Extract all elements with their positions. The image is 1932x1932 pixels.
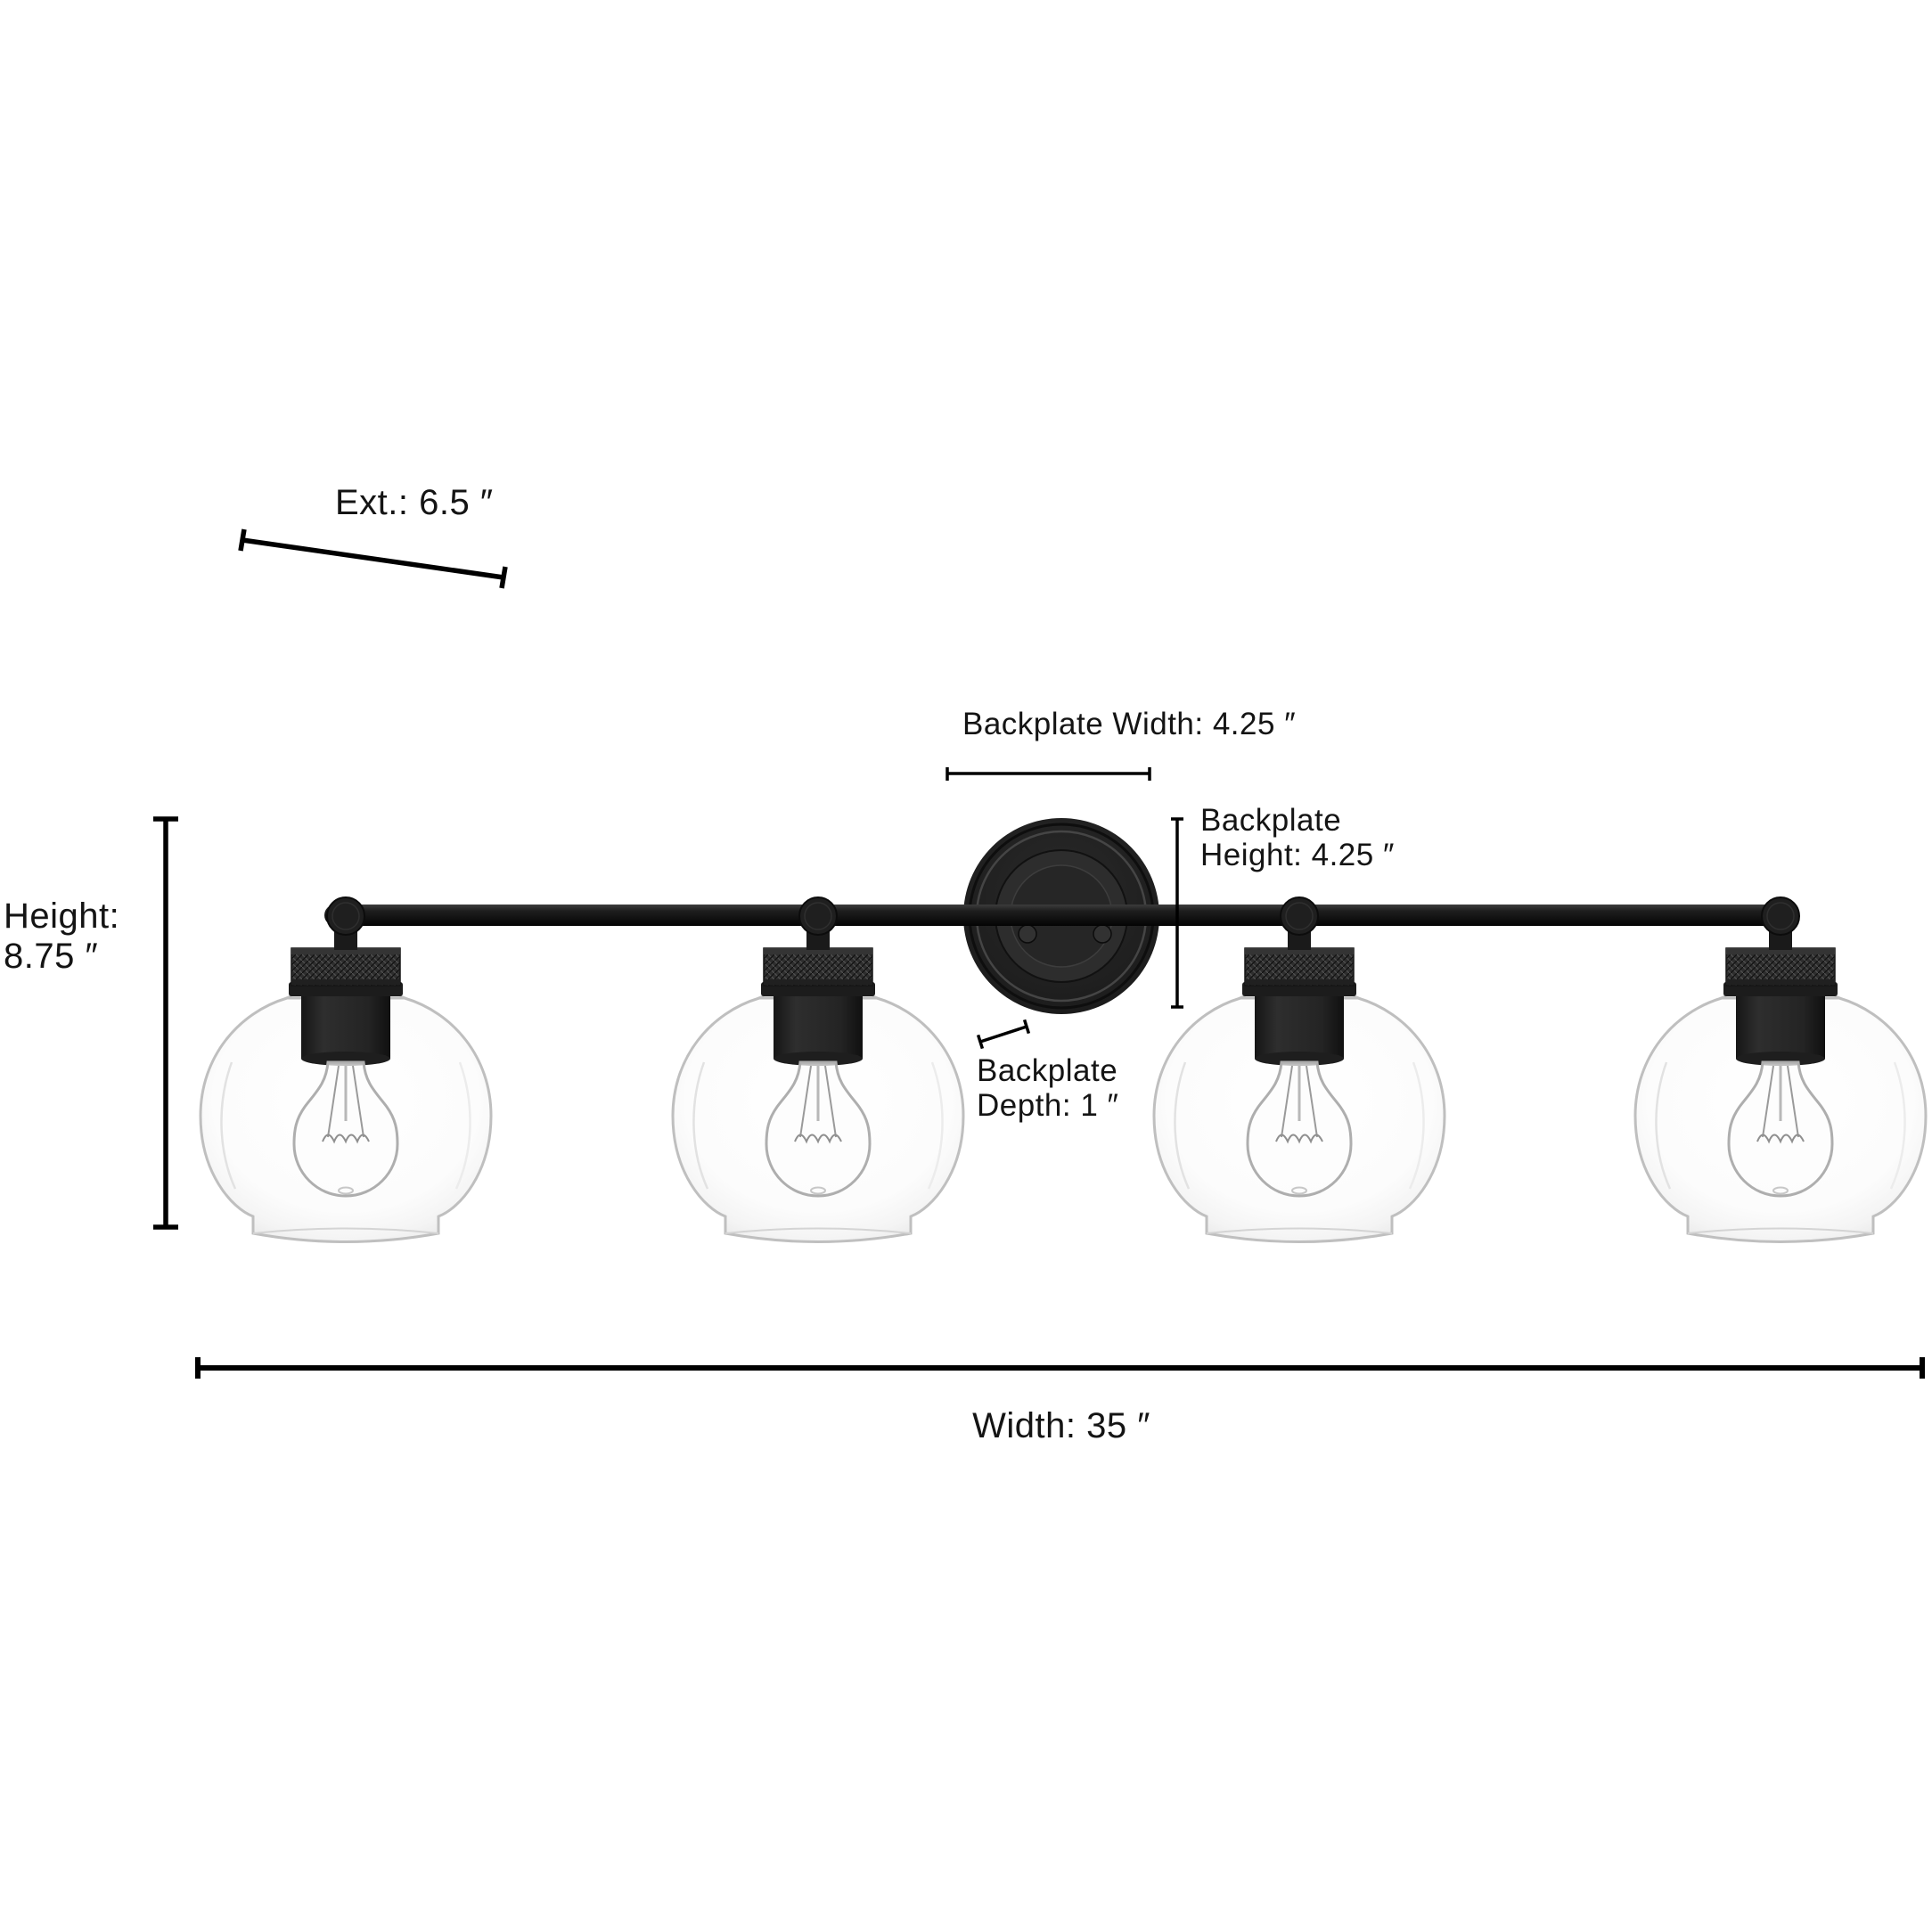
height-dimension-line [153, 816, 178, 1230]
backplate-height-dimension-line [1171, 817, 1183, 1009]
height-label: Height: 8.75 ″ [4, 896, 119, 977]
backplate-depth-label-line2: Depth: 1 ″ [977, 1088, 1119, 1123]
backplate-depth-dimension-line [976, 1019, 1031, 1050]
fixture-arm-bar [324, 905, 1799, 926]
lamp-1 [199, 896, 493, 1243]
width-label: Width: 35 ″ [972, 1406, 1150, 1445]
lamp-3 [1152, 896, 1446, 1243]
backplate-height-label-line2: Height: 4.25 ″ [1200, 838, 1395, 872]
extension-label: Ext.: 6.5 ″ [335, 483, 494, 522]
lamp-2 [671, 896, 965, 1243]
backplate-height-label: Backplate Height: 4.25 ″ [1200, 803, 1395, 872]
extension-dimension-line [238, 528, 508, 589]
backplate-screw-right [1093, 924, 1112, 944]
backplate-screw-left [1018, 924, 1037, 944]
height-label-value: 8.75 ″ [4, 937, 99, 976]
lamp-4 [1633, 896, 1928, 1243]
backplate-width-dimension-line [946, 767, 1151, 781]
backplate-height-label-line1: Backplate [1200, 803, 1342, 838]
height-label-title: Height: [4, 896, 120, 936]
width-dimension-line [195, 1357, 1925, 1379]
backplate-width-label: Backplate Width: 4.25 ″ [962, 707, 1297, 741]
backplate-depth-label-line1: Backplate [977, 1053, 1118, 1088]
backplate-depth-label: Backplate Depth: 1 ″ [977, 1053, 1118, 1123]
